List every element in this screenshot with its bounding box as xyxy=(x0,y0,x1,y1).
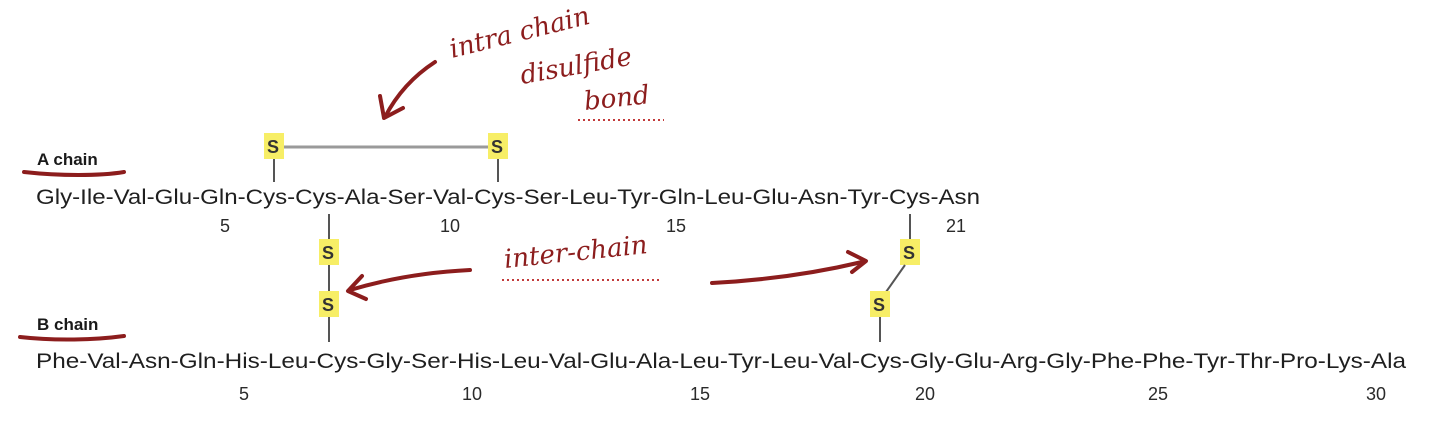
sulfur-highlight xyxy=(319,239,339,265)
sulfur-highlight xyxy=(900,239,920,265)
sulfur-a6: S xyxy=(267,137,279,157)
sulfur-a7: S xyxy=(322,243,334,263)
intra-chain-note-line3: bond xyxy=(583,80,651,117)
a-chain-label-underline xyxy=(22,170,126,177)
sulfur-highlight xyxy=(488,133,508,159)
inter-chain-note: inter-chain xyxy=(503,230,649,275)
b-residue-number: 10 xyxy=(462,384,482,404)
sulfur-highlight xyxy=(870,291,890,317)
sulfur-b19: S xyxy=(873,295,885,315)
a-residue-number: 15 xyxy=(666,216,686,236)
inter-chain-arrow-right xyxy=(710,260,864,285)
b-residue-number: 20 xyxy=(915,384,935,404)
sulfur-a11: S xyxy=(491,137,503,157)
a-residue-number: 21 xyxy=(946,216,966,236)
inter-chain-arrow-left xyxy=(348,268,472,292)
sulfur-a20: S xyxy=(903,243,915,263)
b-chain-label-underline xyxy=(18,334,126,342)
b-residue-number: 25 xyxy=(1148,384,1168,404)
intra-chain-arrow xyxy=(383,60,437,119)
a-chain-sequence: Gly-Ile-Val-Glu-Gln-Cys-Cys-Ala-Ser-Val-… xyxy=(36,186,980,209)
a-chain-label: A chain xyxy=(37,150,98,169)
inter-chain-arrowhead-left xyxy=(346,274,368,301)
b-chain-label: B chain xyxy=(37,315,98,334)
b-residue-number: 30 xyxy=(1366,384,1386,404)
sulfur-highlight xyxy=(264,133,284,159)
b-chain-sequence: Phe-Val-Asn-Gln-His-Leu-Cys-Gly-Ser-His-… xyxy=(36,350,1406,373)
inter-chain-bond-2 xyxy=(885,264,906,293)
b-residue-number: 15 xyxy=(690,384,710,404)
b-residue-number: 5 xyxy=(239,384,249,404)
a-residue-number: 10 xyxy=(440,216,460,236)
inter-chain-arrowhead-right xyxy=(846,250,868,274)
a-residue-number: 5 xyxy=(220,216,230,236)
sulfur-b7: S xyxy=(322,295,334,315)
sulfur-highlight xyxy=(319,291,339,317)
intra-chain-arrowhead xyxy=(378,94,405,120)
